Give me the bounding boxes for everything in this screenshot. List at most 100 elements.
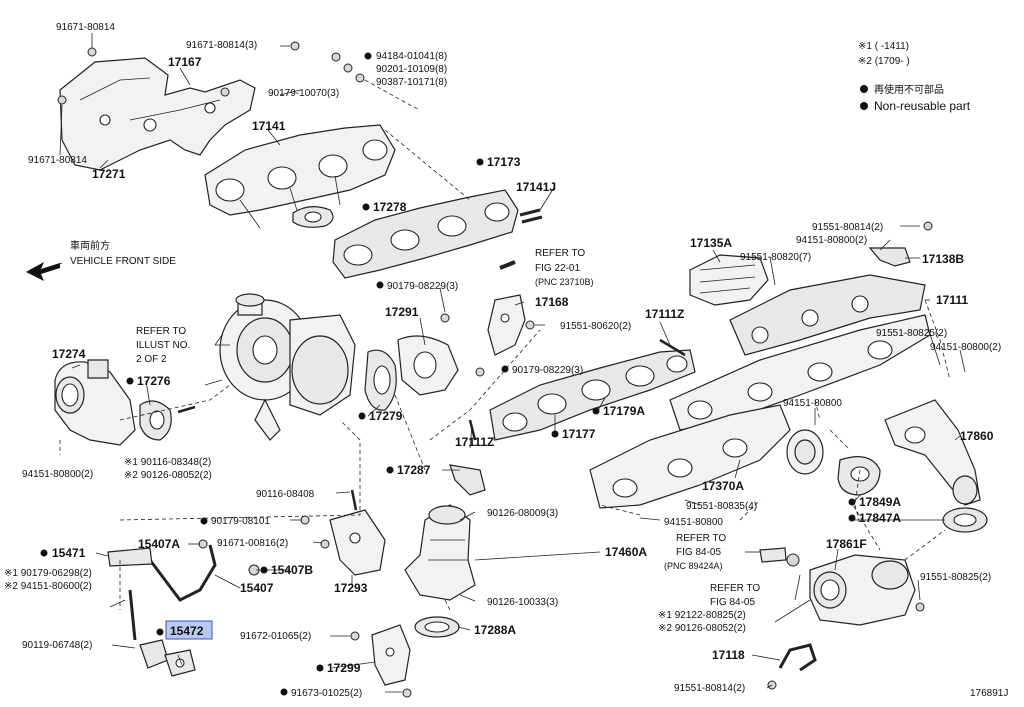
- callout-15472[interactable]: 15472: [170, 624, 204, 638]
- gasket-17849A[interactable]: [837, 456, 881, 496]
- callout-17370A[interactable]: 17370A: [702, 479, 744, 493]
- callout-17111Z-top[interactable]: 17111Z: [645, 307, 684, 321]
- oil-pipe-15407[interactable]: [107, 539, 330, 669]
- callout-91551-80825-r[interactable]: 91551-80825(2): [876, 328, 947, 339]
- callout-17118[interactable]: 17118: [712, 648, 745, 662]
- gasket-17847A[interactable]: [942, 507, 988, 533]
- callout-91551-80835[interactable]: 91551-80835(4): [686, 501, 757, 512]
- gasket-17279[interactable]: [364, 349, 397, 411]
- callout-15471[interactable]: 15471: [52, 546, 86, 560]
- callout-94151-80800-r1[interactable]: 94151-80800(2): [796, 235, 867, 246]
- refer-illus-line2[interactable]: ILLUST NO.: [136, 340, 190, 351]
- callout-17111[interactable]: 17111: [936, 293, 968, 307]
- manifold-gasket-17173[interactable]: [332, 189, 519, 279]
- bracket-17287[interactable]: [449, 464, 486, 496]
- callout-17141J[interactable]: 17141J: [516, 180, 556, 194]
- egr-valve[interactable]: [786, 429, 824, 475]
- turbo-elbow-17291[interactable]: [397, 335, 459, 396]
- callout-90179-08229-top[interactable]: 90179-08229(3): [387, 281, 458, 292]
- oxygen-sensor[interactable]: [759, 547, 787, 563]
- callout-91671-80814[interactable]: 91671-80814: [56, 22, 115, 33]
- callout-15407A[interactable]: 15407A: [138, 537, 180, 551]
- callout-90179-10070[interactable]: 90179-10070(3): [268, 88, 339, 99]
- callout-91551-80814-b[interactable]: 91551-80814(2): [674, 683, 745, 694]
- callout-17279[interactable]: 17279: [369, 409, 403, 423]
- refer-illus-line1[interactable]: REFER TO: [136, 326, 186, 337]
- manifold-gasket-17177[interactable]: [489, 349, 696, 441]
- callout-91671-80814-left[interactable]: 91671-80814: [28, 155, 87, 166]
- callout-90126-08009[interactable]: 90126-08009(3): [487, 508, 558, 519]
- callout-17849A[interactable]: 17849A: [859, 495, 901, 509]
- studs-17141J[interactable]: [519, 208, 543, 224]
- callout-17135A[interactable]: 17135A: [690, 236, 732, 250]
- callout-92122-80825[interactable]: ※1 92122-80825(2): [658, 610, 746, 621]
- exhaust-manifold-17141[interactable]: [204, 124, 396, 229]
- refer-illus-line3[interactable]: 2 OF 2: [136, 354, 167, 365]
- refer-fig-84b-line1[interactable]: REFER TO: [710, 583, 760, 594]
- callout-90126-08052-left[interactable]: ※2 90126-08052(2): [124, 470, 212, 481]
- turbo-outlet-17274[interactable]: [54, 359, 136, 446]
- callout-90179-08101[interactable]: 90179-08101: [211, 516, 270, 527]
- callout-91551-80825-b[interactable]: 91551-80825(2): [920, 572, 991, 583]
- callout-90116-08348[interactable]: ※1 90116-08348(2): [124, 457, 211, 468]
- gasket-15472[interactable]: [164, 649, 196, 677]
- callout-91672-01065[interactable]: 91672-01065(2): [240, 631, 311, 642]
- callout-94151-80800-mid[interactable]: 94151-80800: [783, 398, 842, 409]
- callout-17173[interactable]: 17173: [487, 155, 521, 169]
- callout-17287[interactable]: 17287: [397, 463, 431, 477]
- gasket-17276[interactable]: [139, 400, 196, 441]
- bracket-17299[interactable]: [350, 624, 412, 698]
- callout-17179A[interactable]: 17179A: [603, 404, 645, 418]
- callout-90126-08052-right[interactable]: ※2 90126-08052(2): [658, 623, 746, 634]
- manifold-17370A[interactable]: [589, 404, 791, 509]
- callout-17141[interactable]: 17141: [252, 119, 286, 133]
- callout-17111Z-mid[interactable]: 17111Z: [455, 435, 494, 449]
- callout-17293[interactable]: 17293: [334, 581, 368, 595]
- callout-17168[interactable]: 17168: [535, 295, 569, 309]
- callout-94151-80800-r2[interactable]: 94151-80800(2): [930, 342, 1001, 353]
- refer-fig-84a-line3[interactable]: (PNC 89424A): [664, 561, 723, 571]
- callout-94151-80800-left[interactable]: 94151-80800(2): [22, 469, 93, 480]
- callout-94151-80800-low[interactable]: 94151-80800: [664, 517, 723, 528]
- callout-91551-80620[interactable]: 91551-80620(2): [560, 321, 631, 332]
- callout-94151-80600[interactable]: ※2 94151-80600(2): [4, 581, 92, 592]
- callout-17276[interactable]: 17276: [137, 374, 171, 388]
- cover-17135A[interactable]: [689, 254, 769, 306]
- refer-fig-22-line2[interactable]: FIG 22-01: [535, 263, 580, 274]
- callout-15407[interactable]: 15407: [240, 581, 274, 595]
- callout-91551-80820[interactable]: 91551-80820(7): [740, 252, 811, 263]
- gasket-17278[interactable]: [292, 206, 334, 228]
- refer-fig-84b-line2[interactable]: FIG 84-05: [710, 597, 755, 608]
- callout-17861F[interactable]: 17861F: [826, 537, 867, 551]
- refer-fig-84a-line2[interactable]: FIG 84-05: [676, 547, 721, 558]
- callout-90201-10109[interactable]: 90201-10109(8): [376, 64, 447, 75]
- callout-90179-06298[interactable]: ※1 90179-06298(2): [4, 568, 92, 579]
- gasket-17288A[interactable]: [414, 616, 460, 638]
- callout-17138B[interactable]: 17138B: [922, 252, 964, 266]
- callout-91671-00816[interactable]: 91671-00816(2): [217, 538, 288, 549]
- callout-17847A[interactable]: 17847A: [859, 511, 901, 525]
- callout-90126-10033[interactable]: 90126-10033(3): [487, 597, 558, 608]
- pipe-stud[interactable]: [440, 260, 535, 377]
- callout-91551-80814-r[interactable]: 91551-80814(2): [812, 222, 883, 233]
- bolt-17111Z[interactable]: [468, 338, 686, 441]
- callout-90116-08408[interactable]: 90116-08408: [256, 489, 315, 500]
- callout-91671-80814-3[interactable]: 91671-80814(3): [186, 40, 257, 51]
- egr-cooler-17861F[interactable]: [786, 553, 925, 626]
- callout-90179-08229-mid[interactable]: 90179-08229(3): [512, 365, 583, 376]
- top-bolts[interactable]: [57, 41, 365, 105]
- callout-94184-01041[interactable]: 94184-01041(8): [376, 51, 447, 62]
- bracket-17168[interactable]: [487, 294, 526, 356]
- callout-17274[interactable]: 17274: [52, 347, 86, 361]
- refer-fig-84a-line1[interactable]: REFER TO: [676, 533, 726, 544]
- turbocharger-assembly[interactable]: [204, 293, 356, 441]
- callout-17177[interactable]: 17177: [562, 427, 596, 441]
- callout-91673-01025[interactable]: 91673-01025(2): [291, 688, 362, 699]
- callout-17860[interactable]: 17860: [960, 429, 994, 443]
- callout-17291[interactable]: 17291: [385, 305, 419, 319]
- pipe-17118[interactable]: [767, 643, 817, 690]
- bracket-17138B[interactable]: [868, 221, 933, 267]
- callout-17278[interactable]: 17278: [373, 200, 407, 214]
- callout-15407B[interactable]: 15407B: [271, 563, 313, 577]
- intake-manifold-17111[interactable]: [669, 274, 931, 431]
